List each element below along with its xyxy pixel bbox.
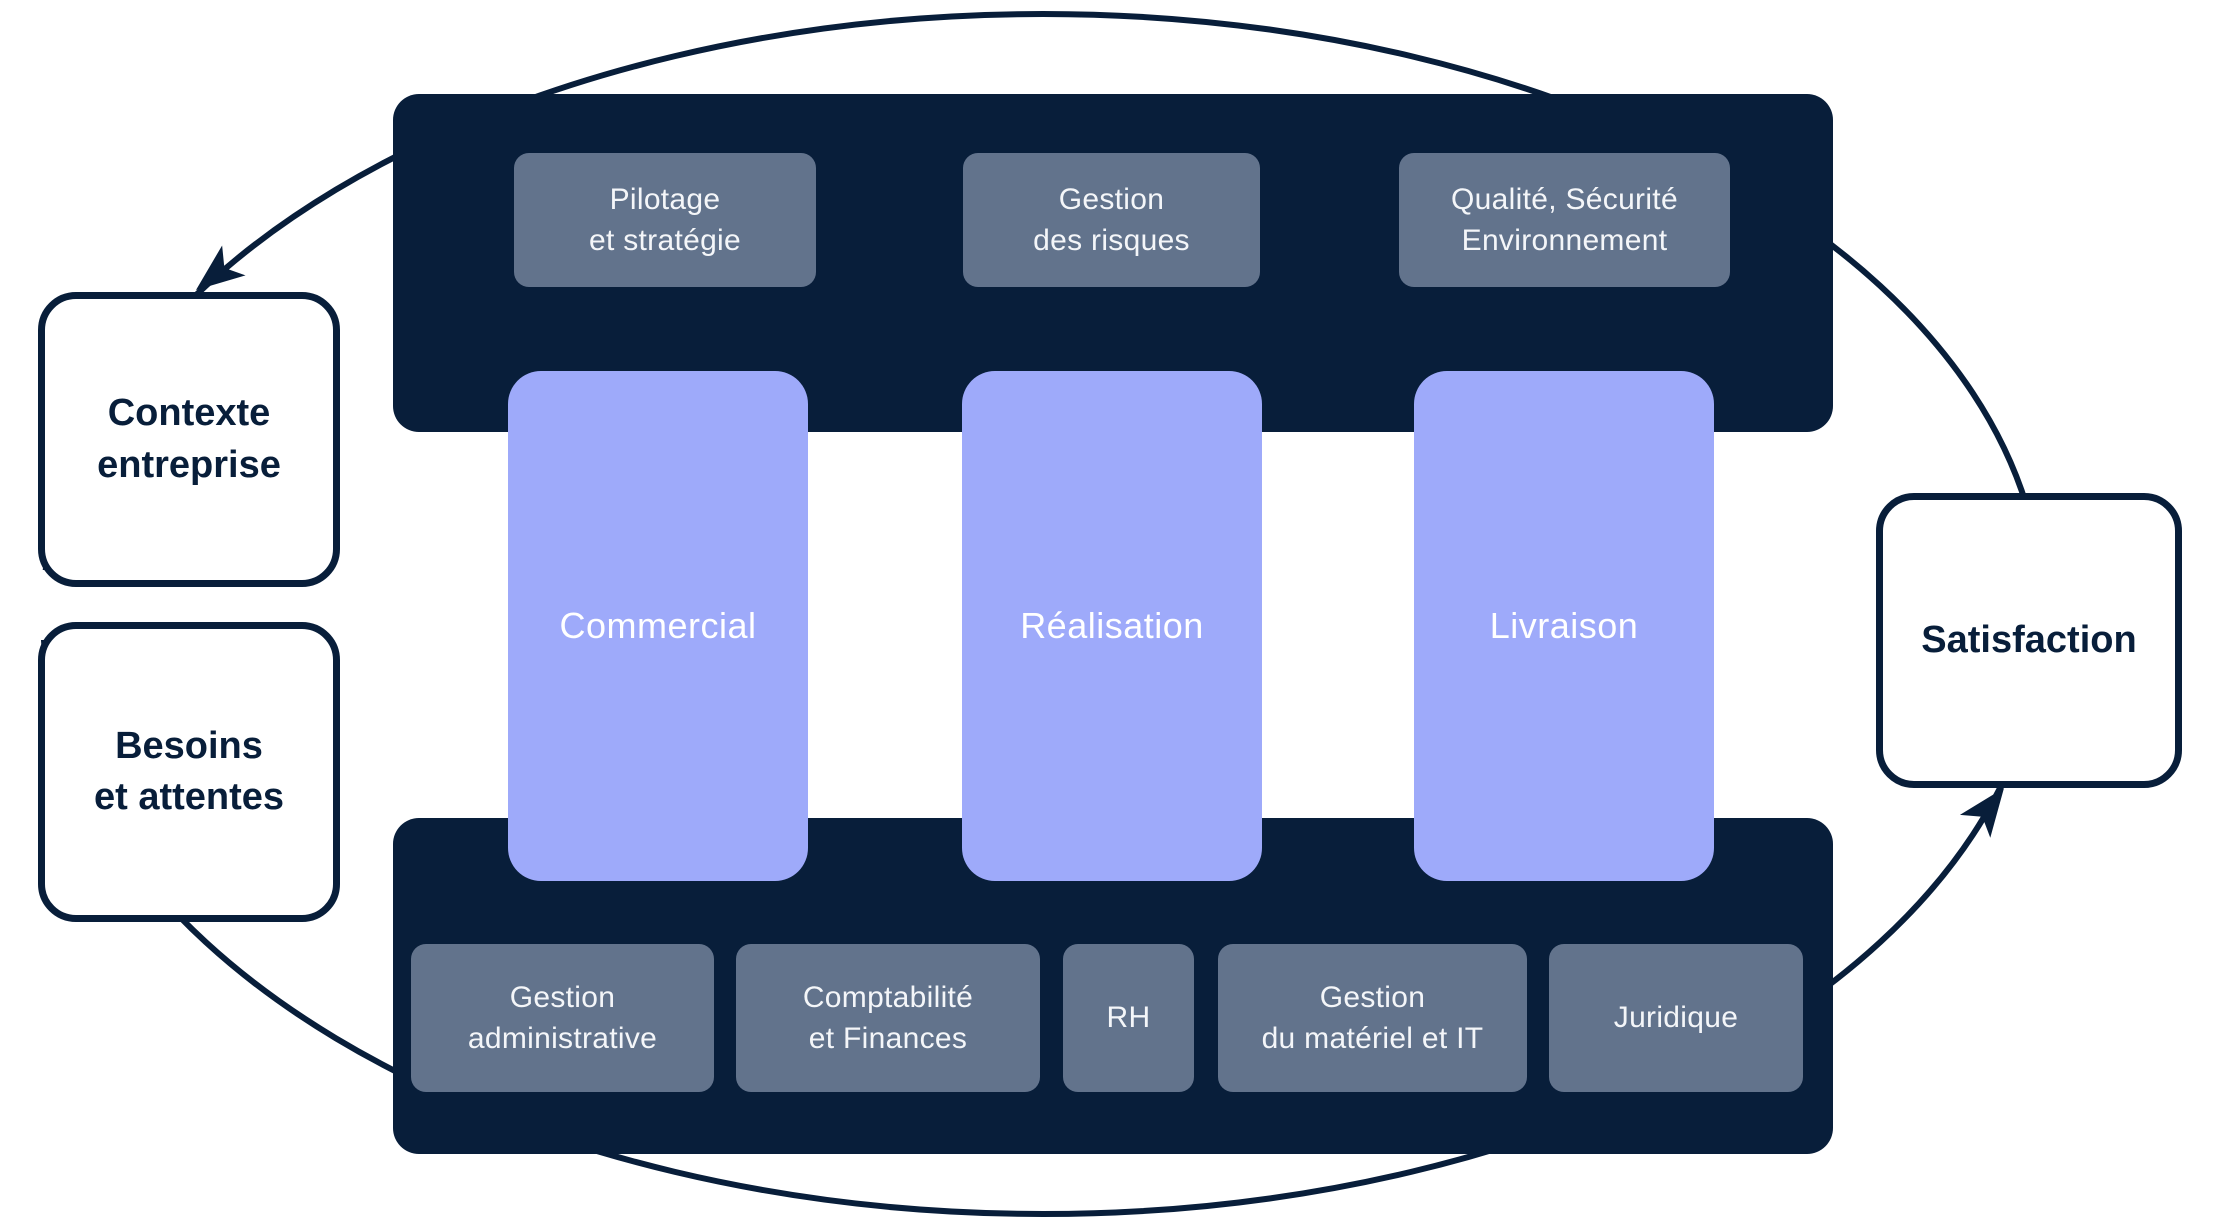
input-box-label: Besoins et attentes bbox=[93, 724, 285, 818]
management-box-label: Gestion des risques bbox=[1033, 182, 1190, 257]
input-box-contexte-entreprise: Contexte entreprise bbox=[38, 292, 340, 587]
management-box-qualite-securite-environnement: Qualité, Sécurité Environnement bbox=[1399, 153, 1730, 287]
support-box-label: Gestion administrative bbox=[467, 980, 658, 1055]
output-box-label: Satisfaction bbox=[1921, 618, 2137, 661]
core-process-commercial: Commercial bbox=[508, 371, 808, 881]
support-box-label: Juridique bbox=[1613, 1001, 1739, 1035]
management-box-label: Pilotage et stratégie bbox=[588, 182, 742, 257]
management-box-gestion-risques: Gestion des risques bbox=[963, 153, 1260, 287]
input-box-label: Contexte entreprise bbox=[97, 392, 281, 486]
core-process-label: Commercial bbox=[559, 605, 757, 646]
support-box-rh: RH bbox=[1063, 944, 1194, 1092]
support-box-gestion-administrative: Gestion administrative bbox=[411, 944, 714, 1092]
core-process-label: Livraison bbox=[1489, 605, 1639, 646]
ellipse-cover-patch bbox=[18, 570, 54, 640]
core-process-realisation: Réalisation bbox=[962, 371, 1262, 881]
input-box-besoins-attentes: Besoins et attentes bbox=[38, 622, 340, 922]
support-box-label: Comptabilité et Finances bbox=[802, 980, 974, 1055]
management-box-pilotage-strategie: Pilotage et stratégie bbox=[514, 153, 816, 287]
core-process-label: Réalisation bbox=[1020, 605, 1204, 646]
support-box-label: RH bbox=[1106, 1001, 1151, 1035]
support-box-juridique: Juridique bbox=[1549, 944, 1803, 1092]
support-box-comptabilite-finances: Comptabilité et Finances bbox=[736, 944, 1040, 1092]
support-box-gestion-materiel-it: Gestion du matériel et IT bbox=[1218, 944, 1527, 1092]
core-process-livraison: Livraison bbox=[1414, 371, 1714, 881]
support-box-label: Gestion du matériel et IT bbox=[1261, 980, 1484, 1055]
management-box-label: Qualité, Sécurité Environnement bbox=[1451, 182, 1678, 257]
output-box-satisfaction: Satisfaction bbox=[1876, 493, 2182, 788]
